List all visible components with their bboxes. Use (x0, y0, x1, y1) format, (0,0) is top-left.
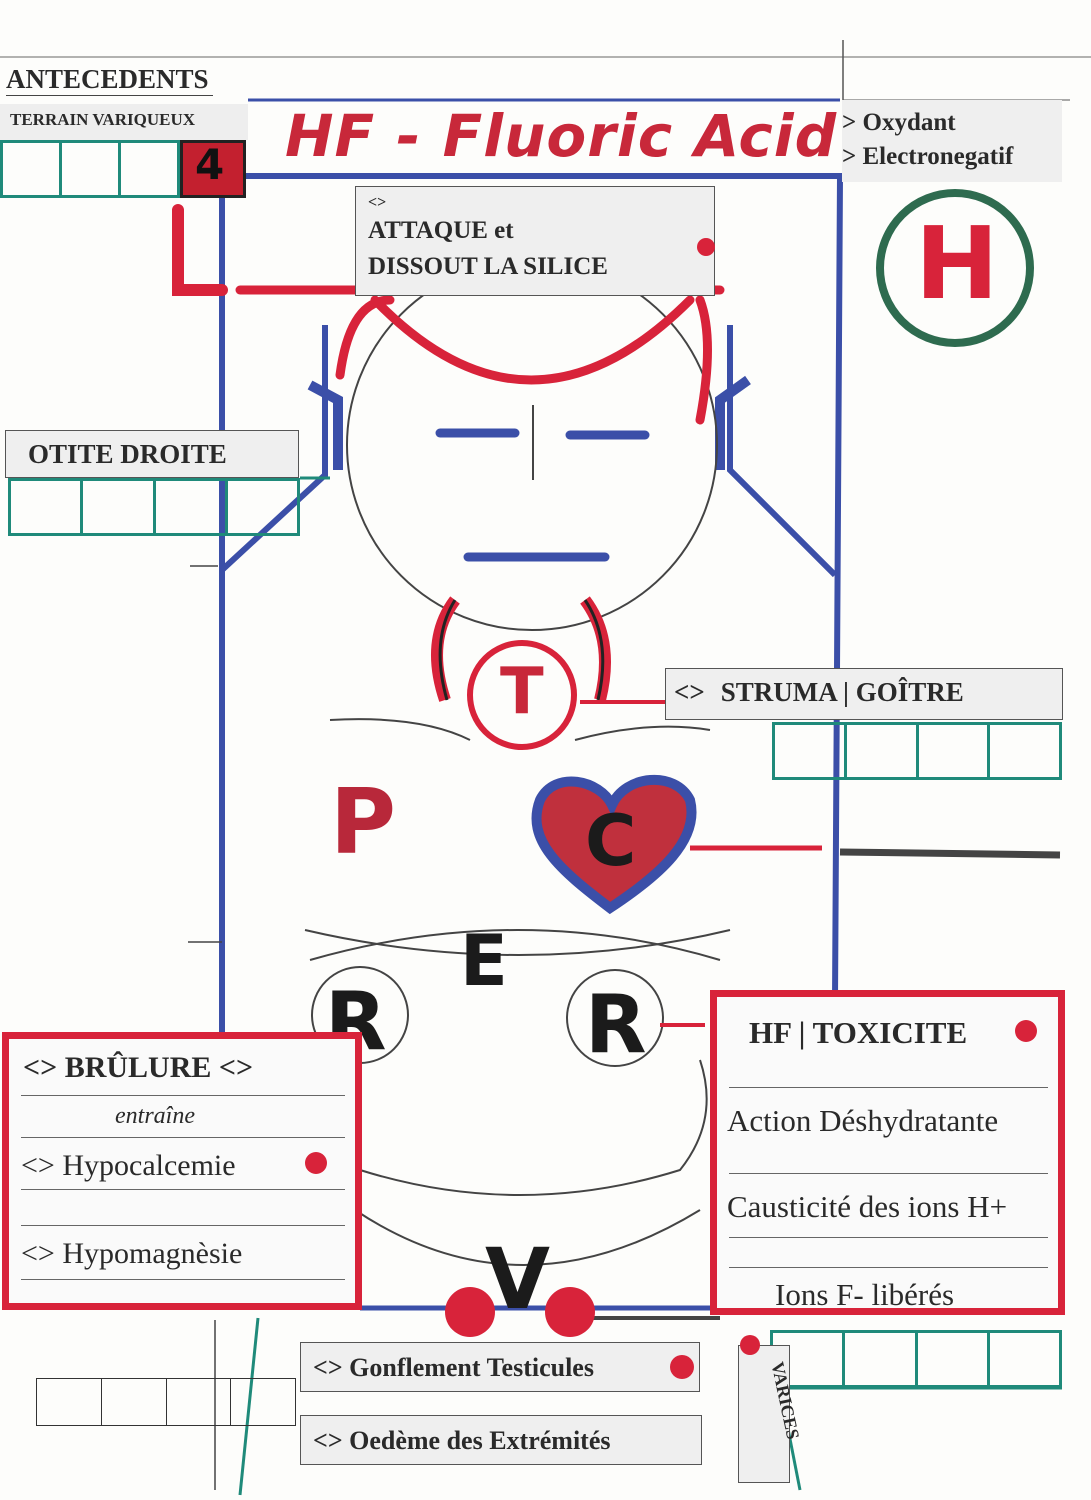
v-letter: V (485, 1230, 551, 1328)
hair (335, 295, 712, 425)
property-electronegatif: > Electronegatif (842, 143, 1014, 170)
toxicite-dot (1015, 1020, 1037, 1042)
struma-grid (772, 722, 1062, 780)
attack-box: <> ATTAQUE et DISSOUT LA SILICE (355, 186, 715, 296)
property-oxydant: > Oxydant (842, 109, 956, 136)
gonflement-label: <> Gonflement Testicules (300, 1342, 700, 1392)
brulure-rule-1 (21, 1095, 345, 1096)
antecedents-marker (180, 140, 246, 198)
e-letter: E (460, 920, 508, 1002)
thyroid-circle (467, 640, 577, 750)
h-symbol: H (915, 205, 999, 322)
body-frame (219, 173, 844, 1035)
struma-label: <> STRUMA | GOÎTRE (665, 668, 1063, 720)
attack-line1: ATTAQUE et (368, 217, 514, 244)
antecedents-title: ANTECEDENTS (6, 64, 213, 96)
brulure-rule-5 (21, 1279, 345, 1280)
toxicite-rule-4 (729, 1267, 1048, 1268)
heart-shape (531, 774, 697, 915)
toxicite-item-causticite: Causticité des ions H+ (727, 1189, 1008, 1224)
struma-marker: <> (674, 677, 705, 707)
toxicite-box: HF | TOXICITE Action Déshydratante Caust… (710, 990, 1065, 1315)
r-right-letter: R (585, 978, 647, 1071)
varices-dot (740, 1335, 760, 1355)
brulure-title: <> BRÛLURE <> (23, 1051, 254, 1084)
brulure-rule-3 (21, 1189, 345, 1190)
gonflement-dot (670, 1355, 694, 1379)
toxicite-item-ions: Ions F- libérés (775, 1277, 955, 1312)
attack-dot (697, 238, 715, 256)
h-symbol-circle (876, 189, 1034, 347)
otite-label: OTITE DROITE (5, 430, 299, 478)
toxicite-item-deshydratante: Action Déshydratante (727, 1103, 999, 1138)
antecedents-grid (0, 140, 180, 198)
toxicite-rule-1 (729, 1087, 1048, 1088)
antecedents-marker-glyph: 4 (195, 140, 225, 189)
heart-letter: C (585, 800, 637, 882)
right-bottom-grid (770, 1330, 1062, 1388)
toxicite-rule-2 (729, 1173, 1048, 1174)
varices-label: VARICES (738, 1345, 803, 1483)
brulure-rule-4 (21, 1225, 345, 1226)
toxicite-rule-3 (729, 1237, 1048, 1238)
left-bottom-grid (36, 1378, 296, 1426)
brulure-box: <> BRÛLURE <> entraîne <> Hypocalcemie <… (2, 1032, 362, 1310)
attack-marker: <> (368, 194, 387, 211)
antecedents-subtitle: TERRAIN VARIQUEUX (0, 104, 248, 140)
brulure-item-hypocalcemie: <> Hypocalcemie (21, 1149, 236, 1182)
main-title: HF - Fluoric Acid (285, 102, 838, 170)
thyroid-letter: T (500, 655, 544, 729)
toxicite-title: HF | TOXICITE (749, 1015, 968, 1050)
oedeme-label: <> Oedème des Extrémités (300, 1415, 702, 1465)
hypocalcemie-dot (305, 1152, 327, 1174)
p-letter: P (330, 770, 396, 875)
otite-grid (8, 478, 300, 536)
brulure-subtitle: entraîne (115, 1103, 195, 1129)
properties-box: > Oxydant > Electronegatif (842, 100, 1062, 182)
struma-text: STRUMA | GOÎTRE (720, 677, 964, 707)
brulure-item-hypomagnesie: <> Hypomagnèsie (21, 1237, 243, 1270)
brulure-rule-2 (21, 1137, 345, 1138)
attack-line2: DISSOUT LA SILICE (368, 253, 608, 280)
